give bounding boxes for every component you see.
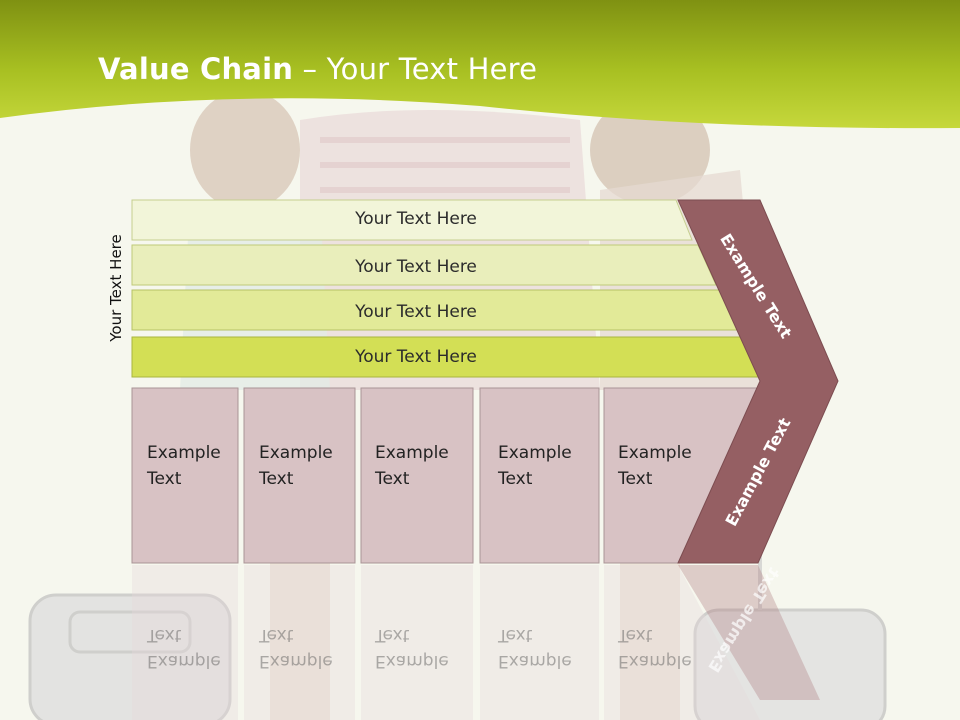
reflection-column-3: Example Text: [375, 622, 449, 674]
header-band: [0, 0, 960, 129]
column-3-line2: Text: [375, 469, 410, 489]
title-bold: Value Chain: [98, 52, 294, 86]
reflection-column-5: Example Text: [618, 622, 692, 674]
row-4-label: Your Text Here: [355, 347, 477, 367]
reflection-column-4-line2: Text: [498, 625, 533, 645]
column-3-label: Example Text: [375, 440, 449, 492]
column-5-line2: Text: [618, 469, 653, 489]
column-2-shape: [243, 387, 356, 564]
reflection-column-1-line1: Example: [147, 651, 221, 671]
row-1-label: Your Text Here: [355, 209, 477, 229]
row-1-shape: [131, 199, 693, 241]
reflection-column-5-line1: Example: [618, 651, 692, 671]
chevron-shape: [677, 199, 839, 564]
column-1-line1: Example: [147, 443, 221, 463]
reflection-column-4-line1: Example: [498, 651, 572, 671]
reflection-column-2: Example Text: [259, 622, 333, 674]
column-2-line1: Example: [259, 443, 333, 463]
page-title: Value Chain – Your Text Here: [98, 52, 537, 86]
reflection-column-2-line2: Text: [259, 625, 294, 645]
column-3-shape: [360, 387, 474, 564]
reflection: Example Text Example Text Example Text E…: [0, 560, 960, 720]
reflection-column-2-line1: Example: [259, 651, 333, 671]
column-1-shape: [131, 387, 239, 564]
column-3-line1: Example: [375, 443, 449, 463]
reflection-shapes: [132, 565, 820, 720]
column-4-line2: Text: [498, 469, 533, 489]
reflection-column-1: Example Text: [147, 622, 221, 674]
reflection-column-1-line2: Text: [147, 625, 182, 645]
column-5-line1: Example: [618, 443, 692, 463]
column-4-shape: [479, 387, 600, 564]
reflection-column-3-line1: Example: [375, 651, 449, 671]
column-4-label: Example Text: [498, 440, 572, 492]
column-1-label: Example Text: [147, 440, 221, 492]
column-2-line2: Text: [259, 469, 294, 489]
reflection-column-5-line2: Text: [618, 625, 653, 645]
reflection-column-3-line2: Text: [375, 625, 410, 645]
column-2-label: Example Text: [259, 440, 333, 492]
column-5-label: Example Text: [618, 440, 692, 492]
reflection-chevron-label: Example Text: [704, 564, 784, 676]
title-rest: – Your Text Here: [293, 52, 538, 86]
reflection-column-4: Example Text: [498, 622, 572, 674]
row-2-label: Your Text Here: [355, 257, 477, 277]
side-label: Your Text Here: [107, 234, 125, 342]
column-1-line2: Text: [147, 469, 182, 489]
row-3-label: Your Text Here: [355, 302, 477, 322]
column-4-line1: Example: [498, 443, 572, 463]
